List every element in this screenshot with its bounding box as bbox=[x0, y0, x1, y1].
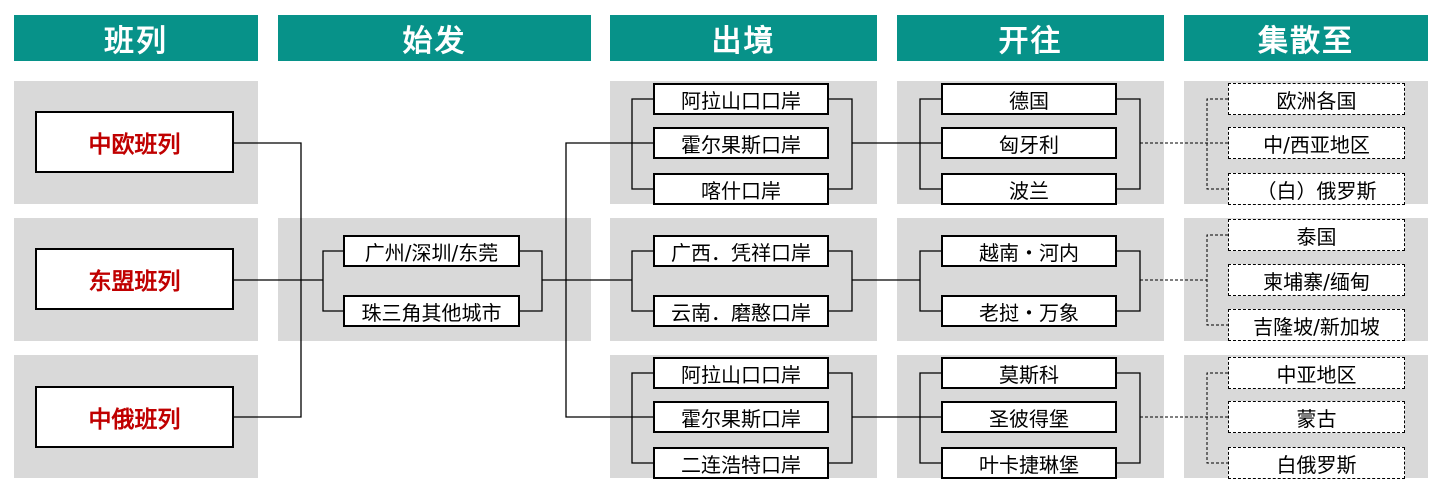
origin-to-eu-ru-exit bbox=[565, 142, 653, 418]
dest-asean-right-bracket bbox=[1117, 250, 1141, 312]
exit-eu-right-bracket bbox=[829, 98, 853, 190]
dest-germany: 德国 bbox=[941, 83, 1117, 115]
exit-eu-kashgar: 喀什口岸 bbox=[653, 173, 829, 205]
dist-belarus-russia: （白）俄罗斯 bbox=[1228, 173, 1405, 205]
exit-ru-alashankou: 阿拉山口口岸 bbox=[653, 357, 829, 389]
header-distribution: 集散至 bbox=[1184, 15, 1428, 61]
train-asean: 东盟班列 bbox=[35, 248, 234, 310]
dest-moscow: 莫斯科 bbox=[941, 357, 1117, 389]
dest-hanoi: 越南・河内 bbox=[941, 235, 1117, 267]
dist-ru-bracket bbox=[1206, 372, 1228, 464]
origin-prd-core: 广州/深圳/东莞 bbox=[343, 235, 520, 267]
dest-asean-left-bracket bbox=[919, 250, 941, 312]
dist-belarus: 白俄罗斯 bbox=[1228, 447, 1405, 479]
exit-eu-alashankou: 阿拉山口口岸 bbox=[653, 83, 829, 115]
train-china-russia: 中俄班列 bbox=[35, 386, 234, 448]
dest-poland: 波兰 bbox=[941, 173, 1117, 205]
dest-st-petersburg: 圣彼得堡 bbox=[941, 401, 1117, 433]
exit-asean-left-bracket bbox=[631, 250, 653, 312]
dist-eu-bracket bbox=[1206, 98, 1228, 190]
exit-ru-erenhot: 二连浩特口岸 bbox=[653, 447, 829, 479]
dashed-connectors bbox=[1140, 98, 1228, 464]
origin-prd-other: 珠三角其他城市 bbox=[343, 295, 520, 327]
dist-asean-bracket bbox=[1206, 234, 1228, 326]
header-destination: 开往 bbox=[897, 15, 1164, 61]
exit-ru-khorgos: 霍尔果斯口岸 bbox=[653, 401, 829, 433]
header-train: 班列 bbox=[14, 15, 258, 61]
dest-ru-left-bracket bbox=[919, 372, 941, 464]
exit-eu-khorgos: 霍尔果斯口岸 bbox=[653, 127, 829, 159]
dist-europe-countries: 欧洲各国 bbox=[1228, 83, 1405, 115]
origin-left-bracket bbox=[322, 250, 343, 312]
dest-eu-right-bracket bbox=[1117, 98, 1141, 190]
dest-yekaterinburg: 叶卡捷琳堡 bbox=[941, 447, 1117, 479]
dist-central-asia: 中亚地区 bbox=[1228, 357, 1405, 389]
dest-ru-right-bracket bbox=[1117, 372, 1141, 464]
dist-mongolia: 蒙古 bbox=[1228, 401, 1405, 433]
origin-right-bracket bbox=[520, 250, 543, 312]
dist-cambodia-myanmar: 柬埔寨/缅甸 bbox=[1228, 264, 1405, 296]
header-exit: 出境 bbox=[610, 15, 877, 61]
exit-asean-pingxiang: 广西．凭祥口岸 bbox=[653, 235, 829, 267]
dest-hungary: 匈牙利 bbox=[941, 127, 1117, 159]
exit-ru-right-bracket bbox=[829, 372, 853, 464]
exit-asean-mohan: 云南．磨憨口岸 bbox=[653, 295, 829, 327]
exit-asean-right-bracket bbox=[829, 250, 853, 312]
dist-thailand: 泰国 bbox=[1228, 219, 1405, 251]
dist-kl-singapore: 吉隆坡/新加坡 bbox=[1228, 309, 1405, 341]
header-origin: 始发 bbox=[278, 15, 591, 61]
exit-ru-left-bracket bbox=[631, 372, 653, 464]
dest-eu-left-bracket bbox=[919, 98, 941, 190]
dest-vientiane: 老挝・万象 bbox=[941, 295, 1117, 327]
solid-connectors bbox=[234, 98, 1141, 464]
dist-central-west-asia: 中/西亚地区 bbox=[1228, 127, 1405, 159]
train-china-europe: 中欧班列 bbox=[35, 111, 234, 173]
exit-eu-left-bracket bbox=[631, 98, 653, 190]
